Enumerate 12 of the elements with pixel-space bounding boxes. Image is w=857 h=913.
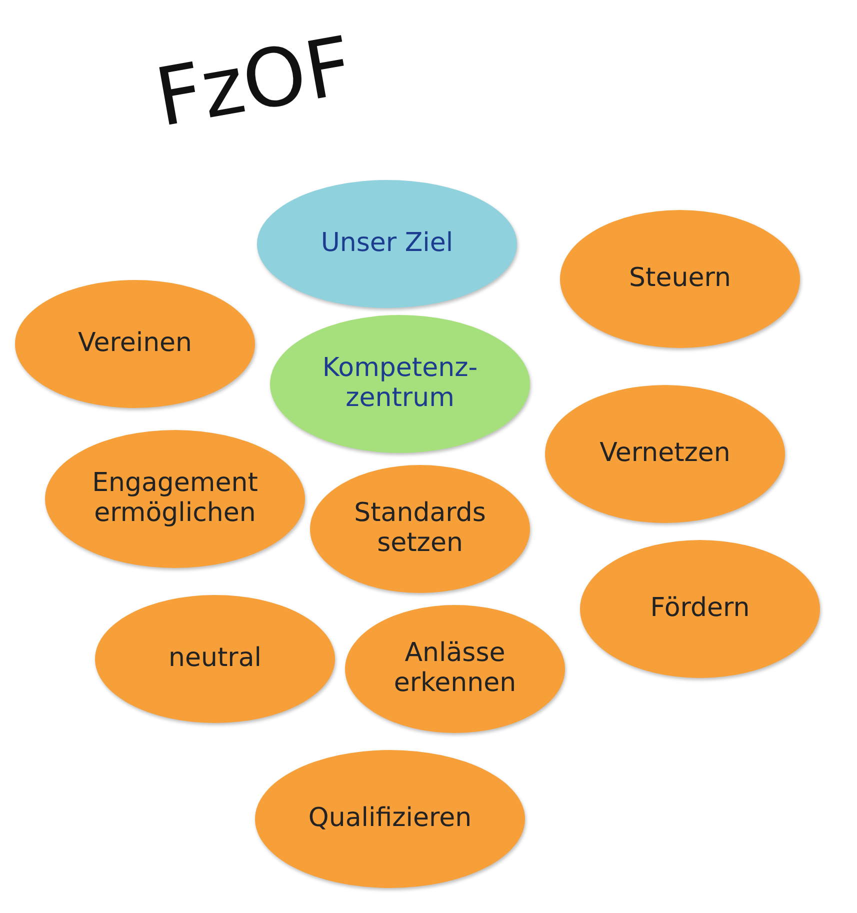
card-text: Fördern <box>650 594 750 624</box>
card-text: Steuern <box>629 264 731 294</box>
card-text: Unser Ziel <box>320 229 454 259</box>
card-text: Qualifizieren <box>308 804 472 834</box>
card-text: Standards setzen <box>353 499 487 559</box>
title: FzOF <box>150 26 358 139</box>
card-text: Anlässe erkennen <box>392 639 518 699</box>
card-text: Kompetenz- zentrum <box>321 354 479 414</box>
card-text: Vereinen <box>78 329 192 359</box>
card-text: neutral <box>168 644 262 674</box>
card-text: Vernetzen <box>600 439 730 469</box>
card-text: Engagement ermöglichen <box>91 469 259 529</box>
